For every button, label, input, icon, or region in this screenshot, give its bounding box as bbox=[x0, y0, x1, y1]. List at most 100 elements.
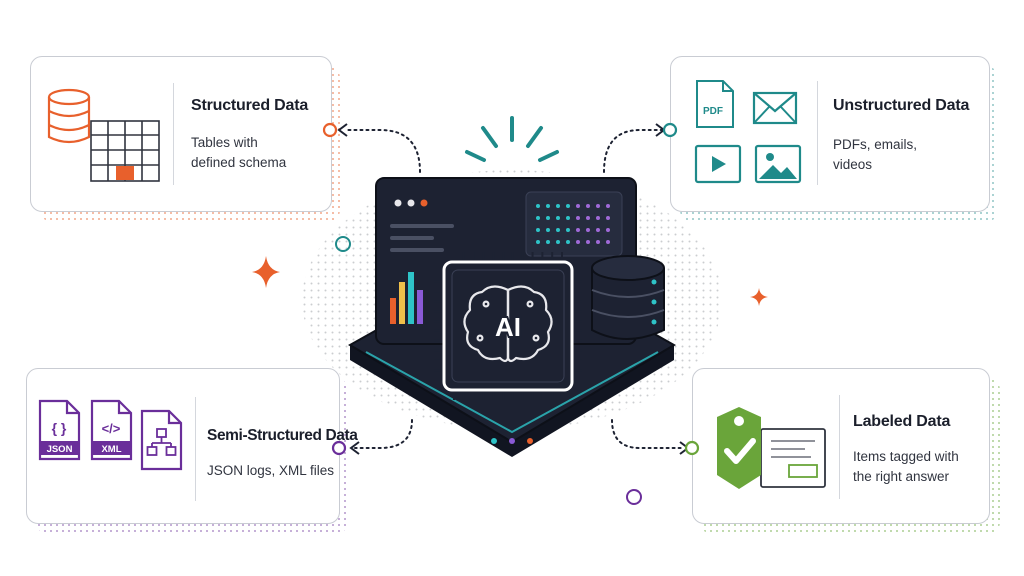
arrow-semi bbox=[349, 441, 360, 455]
matrix-dot bbox=[596, 204, 600, 208]
unstructured-title: Unstructured Data bbox=[833, 97, 970, 114]
unstructured-desc-line-2: videos bbox=[833, 157, 873, 172]
platform-glow-line bbox=[365, 351, 659, 434]
email-envelope-icon bbox=[752, 91, 798, 125]
structured-desc-line-2: defined schema bbox=[191, 155, 287, 170]
labeled-data-card[interactable]: Labeled Data Items tagged with the right… bbox=[692, 368, 990, 524]
window-dot-1 bbox=[394, 199, 402, 207]
matrix-dot bbox=[566, 240, 570, 244]
structured-data-card[interactable]: Structured Data Tables with defined sche… bbox=[30, 56, 332, 212]
hierarchy-file-icon bbox=[140, 409, 183, 471]
matrix-dot bbox=[606, 216, 610, 220]
window-dot-3 bbox=[420, 199, 428, 207]
json-label: JSON bbox=[47, 444, 73, 455]
platform-led-orange bbox=[527, 438, 533, 444]
matrix-dot bbox=[546, 228, 550, 232]
labeled-title: Labeled Data bbox=[853, 413, 951, 430]
matrix-dot bbox=[596, 216, 600, 220]
labeled-description: Items tagged with the right answer bbox=[853, 447, 959, 487]
labeled-divider bbox=[839, 395, 840, 499]
matrix-dot bbox=[596, 240, 600, 244]
arrow-structured bbox=[337, 123, 348, 137]
matrix-dot bbox=[586, 216, 590, 220]
ray-2 bbox=[481, 126, 498, 148]
xml-tag-glyph: </> bbox=[102, 421, 121, 436]
unstructured-data-card[interactable]: PDF Unstructured Data PDFs, emails, vide… bbox=[670, 56, 990, 212]
matrix-dot bbox=[576, 228, 580, 232]
connector-unstructured bbox=[603, 129, 663, 173]
chip-ai-label: AI bbox=[495, 312, 521, 342]
structured-description: Tables with defined schema bbox=[191, 133, 286, 173]
matrix-dot bbox=[546, 240, 550, 244]
connector-structured bbox=[344, 129, 421, 173]
database-table-icon bbox=[47, 88, 160, 182]
chip-pins bbox=[434, 252, 582, 400]
matrix-dot bbox=[596, 228, 600, 232]
connector-labeled bbox=[611, 419, 685, 449]
matrix-dot bbox=[606, 228, 610, 232]
dot-matrix bbox=[536, 204, 610, 244]
platform-led-purple bbox=[509, 438, 515, 444]
platform-led-teal bbox=[491, 438, 497, 444]
ai-chip-inner bbox=[451, 269, 565, 383]
matrix-dot bbox=[586, 204, 590, 208]
matrix-dot bbox=[536, 228, 540, 232]
semi-desc-line-1: JSON logs, XML files bbox=[207, 463, 335, 478]
semi-divider bbox=[195, 397, 196, 501]
matrix-dot bbox=[606, 240, 610, 244]
dot-matrix-panel bbox=[525, 191, 623, 257]
mini-bar-2 bbox=[399, 282, 405, 324]
matrix-dot bbox=[566, 216, 570, 220]
matrix-dot bbox=[606, 204, 610, 208]
matrix-dot bbox=[536, 204, 540, 208]
xml-label: XML bbox=[101, 444, 121, 455]
structured-title: Structured Data bbox=[191, 97, 309, 114]
mini-bar-4 bbox=[417, 290, 423, 324]
labeled-desc-line-1: Items tagged with bbox=[853, 449, 959, 464]
structured-divider bbox=[173, 83, 174, 185]
ray-3 bbox=[526, 126, 543, 148]
matrix-dot bbox=[536, 240, 540, 244]
json-braces-glyph: { } bbox=[52, 420, 67, 436]
matrix-dot bbox=[556, 228, 560, 232]
matrix-dot bbox=[536, 216, 540, 220]
matrix-dot bbox=[586, 228, 590, 232]
matrix-dot bbox=[556, 204, 560, 208]
ray-4 bbox=[465, 150, 486, 162]
labeled-desc-line-2: the right answer bbox=[853, 469, 950, 484]
semi-structured-title: Semi-Structured Data bbox=[207, 427, 358, 444]
semi-structured-data-card[interactable]: { } JSON </> XML Semi-Structured Data JS… bbox=[26, 368, 358, 524]
mini-bar-3 bbox=[408, 272, 414, 324]
json-file-icon: { } JSON bbox=[38, 399, 81, 461]
matrix-dot bbox=[576, 240, 580, 244]
matrix-dot bbox=[566, 228, 570, 232]
dashboard-line-2 bbox=[390, 236, 434, 240]
ring-purple bbox=[626, 489, 642, 505]
ring-teal bbox=[335, 236, 351, 252]
brain-icon bbox=[463, 285, 553, 363]
dashboard-line-1 bbox=[390, 224, 454, 228]
semi-structured-description: JSON logs, XML files bbox=[207, 461, 334, 481]
matrix-dot bbox=[546, 204, 550, 208]
matrix-dot bbox=[586, 240, 590, 244]
matrix-dot bbox=[546, 216, 550, 220]
unstructured-desc-line-1: PDFs, emails, bbox=[833, 137, 918, 152]
unstructured-description: PDFs, emails, videos bbox=[833, 135, 917, 175]
database-cylinder bbox=[591, 255, 665, 340]
sparkle-right bbox=[750, 288, 768, 306]
xml-file-icon: </> XML bbox=[90, 399, 133, 461]
document-lines-icon bbox=[760, 428, 826, 488]
dashboard-line-3 bbox=[390, 248, 444, 252]
mini-bar-1 bbox=[390, 298, 396, 324]
check-tag-icon bbox=[717, 407, 761, 489]
matrix-dot bbox=[576, 216, 580, 220]
structured-desc-line-1: Tables with bbox=[191, 135, 258, 150]
unstructured-divider bbox=[817, 81, 818, 185]
matrix-dot bbox=[556, 216, 560, 220]
pdf-file-icon: PDF bbox=[696, 80, 734, 128]
window-dot-2 bbox=[407, 199, 415, 207]
matrix-dot bbox=[576, 204, 580, 208]
connector-semi bbox=[354, 419, 413, 449]
